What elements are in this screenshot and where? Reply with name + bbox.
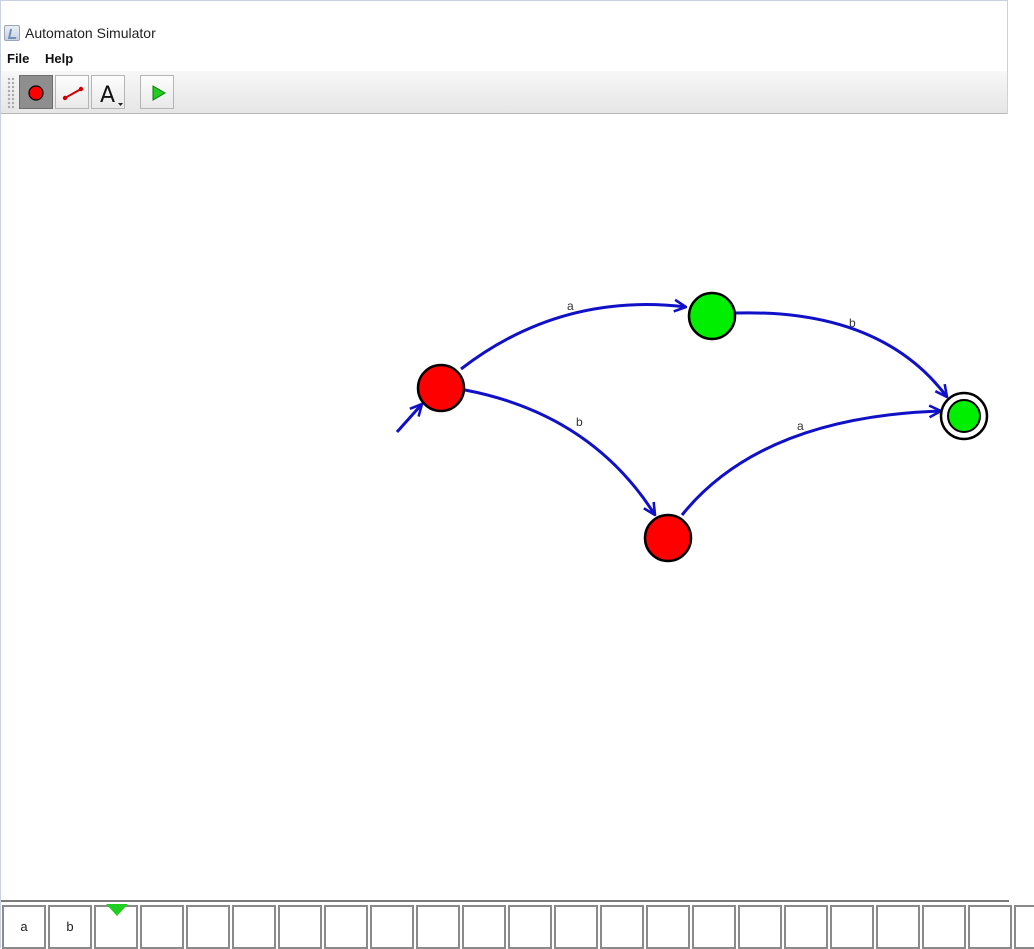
tape-cell[interactable] [186,905,230,949]
play-icon [152,85,166,101]
transition-q0-q2[interactable] [464,388,655,515]
toolbar-grip[interactable] [7,77,15,109]
window-title: Automaton Simulator [25,25,156,41]
state-circle-icon [28,85,44,101]
title-bar: Automaton Simulator [1,21,1007,47]
transition-label-q0-q2: b [576,415,583,429]
tape-cell[interactable] [1014,905,1034,949]
tape-cell[interactable] [968,905,1012,949]
tape-cell[interactable] [232,905,276,949]
label-tool-glyph: A [100,83,115,108]
tape-cell[interactable] [876,905,920,949]
transition-label-q0-q1: a [567,299,574,313]
transition-q2-q3[interactable] [680,411,941,516]
app-icon [4,25,20,41]
automaton-graph[interactable]: a b b a [1,114,1009,900]
tape-cell[interactable] [416,905,460,949]
tape-cell[interactable] [830,905,874,949]
automaton-canvas[interactable]: a b b a [1,114,1009,900]
transition-line-icon [62,86,84,101]
tape-cell[interactable] [784,905,828,949]
tape-cell[interactable] [370,905,414,949]
toolbar: A [1,71,1007,114]
initial-state-arrow [395,404,422,433]
state-q3[interactable] [947,399,981,433]
state-q2[interactable] [643,513,693,563]
tape-cell[interactable] [140,905,184,949]
transition-label-q1-q3: b [849,316,856,330]
menu-file[interactable]: File [7,51,30,66]
tape-cell[interactable] [324,905,368,949]
tape-cell[interactable] [738,905,782,949]
transition-tool-button[interactable] [55,75,89,109]
tape-cell[interactable]: b [48,905,92,949]
tape-cell[interactable] [646,905,690,949]
tape-cell[interactable]: a [2,905,46,949]
label-tool-button[interactable]: A [91,75,125,109]
text-label-icon: A [100,83,123,108]
menu-help[interactable]: Help [45,51,74,66]
transition-q1-q3[interactable] [735,311,947,397]
menu-bar: File Help [1,47,1007,71]
tape-head-marker [106,904,128,916]
state-tool-button[interactable] [19,75,53,109]
run-button[interactable] [140,75,174,109]
transition-q0-q1[interactable] [460,305,686,371]
tape-cell[interactable] [508,905,552,949]
transition-label-q2-q3: a [797,419,804,433]
state-q0[interactable] [416,363,466,413]
app-window: Automaton Simulator File Help A [0,0,1008,948]
tape-cell[interactable] [278,905,322,949]
tape-cell[interactable] [600,905,644,949]
tape-cell[interactable] [922,905,966,949]
state-q1[interactable] [687,291,737,341]
tape-cell[interactable] [554,905,598,949]
tape-cell[interactable] [462,905,506,949]
tape-cell[interactable] [692,905,736,949]
